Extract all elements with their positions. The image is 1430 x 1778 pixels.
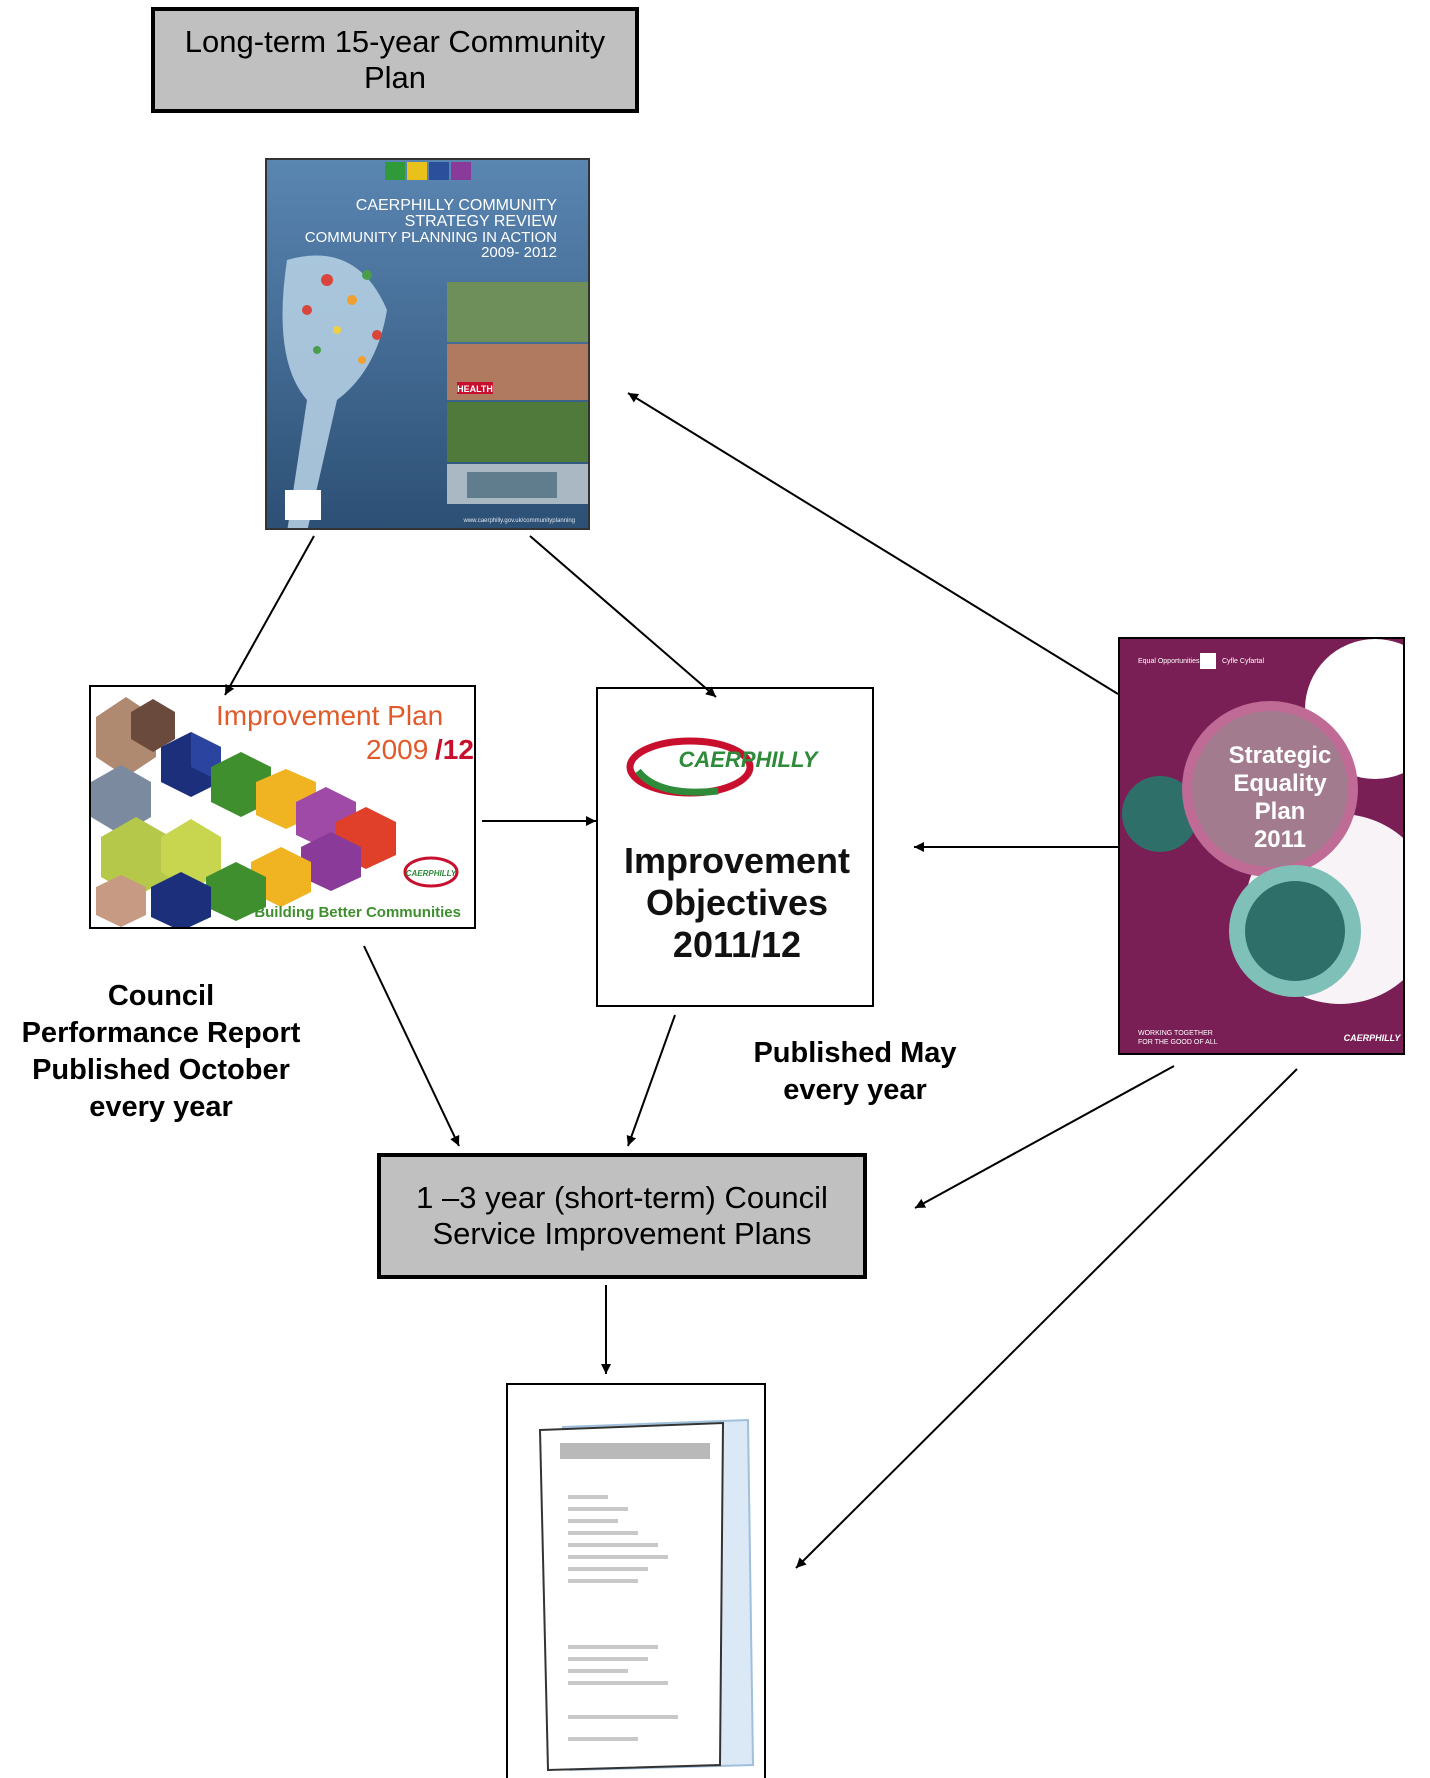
published-may-line1: Published May (753, 1037, 957, 1069)
color-swatch-yellow (407, 162, 427, 180)
improvement-objectives-artwork: CAERPHILLY Improvement Objectives 2011/1… (624, 737, 850, 965)
published-may-line2: every year (783, 1074, 927, 1106)
caerphilly-logo-mark (403, 856, 459, 888)
objectives-line1: Improvement (624, 840, 850, 881)
long-term-plan-box: Long-term 15-year Community Plan (151, 7, 639, 113)
service-plan-document-artwork (538, 1418, 755, 1772)
cover-line1: CAERPHILLY COMMUNITY (356, 197, 558, 214)
equality-footer-line1: WORKING TOGETHER (1138, 1030, 1213, 1037)
improvement-plan-year: 2009 (366, 734, 428, 765)
performance-line3: Published October (32, 1054, 290, 1086)
equality-logo: CAERPHILLY (1344, 1033, 1402, 1043)
published-may-label: Published May every year (715, 1035, 995, 1109)
community-strategy-cover: CAERPHILLY COMMUNITY STRATEGY REVIEW COM… (265, 158, 590, 530)
performance-line2: Performance Report (21, 1017, 301, 1049)
arrow-strategy-to-objectives (529, 535, 717, 698)
arrow-equality-to-strategy (627, 392, 1119, 695)
community-strategy-artwork: CAERPHILLY COMMUNITY STRATEGY REVIEW COM… (267, 160, 588, 528)
coloured-cubes (151, 732, 396, 927)
improvement-plan-title: Improvement Plan (216, 700, 443, 731)
caerphilly-logo-small (285, 490, 321, 520)
equality-line2: Equality (1233, 770, 1327, 797)
cover-line4: 2009- 2012 (481, 244, 557, 261)
service-box-line1: 1 –3 year (short-term) Council (416, 1180, 828, 1215)
color-swatch-green (385, 162, 405, 180)
cover-footer-url: www.caerphilly.gov.uk/communityplanning (463, 518, 576, 524)
improvement-plan-tagline: Building Better Communities (254, 904, 461, 921)
service-improvement-plans-box: 1 –3 year (short-term) Council Service I… (377, 1153, 867, 1279)
improvement-plan-year-suffix: /12 (435, 734, 474, 765)
long-term-plan-line1: Long-term 15-year Community (184, 24, 606, 59)
color-swatch-purple (451, 162, 471, 180)
equality-plan-cover: Equal Opportunities Cyfle Cyfartal Strat… (1118, 637, 1405, 1055)
photo-gardening (447, 402, 588, 462)
objectives-line2: Objectives (646, 882, 828, 923)
equality-plan-artwork: Equal Opportunities Cyfle Cyfartal Strat… (1120, 639, 1403, 1053)
arrow-strategy-to-improvement-plan (224, 535, 315, 696)
equality-header-left: Equal Opportunities (1138, 658, 1200, 665)
equality-footer-line2: FOR THE GOOD OF ALL (1138, 1039, 1218, 1046)
equality-header-right: Cyfle Cyfartal (1222, 658, 1264, 665)
arrow-equality-to-document (795, 1068, 1298, 1569)
equality-line3: Plan (1255, 798, 1306, 825)
performance-report-label: Council Performance Report Published Oct… (6, 978, 316, 1126)
cover-line3: COMMUNITY PLANNING IN ACTION (305, 229, 557, 246)
cover-line2: STRATEGY REVIEW (405, 213, 558, 230)
arrow-improvement-plan-to-service (363, 945, 460, 1147)
improvement-plan-artwork: Improvement Plan 2009 /12 CAERPHILLY Bui… (91, 697, 474, 927)
improvement-objectives-cover: CAERPHILLY Improvement Objectives 2011/1… (596, 687, 874, 1007)
equality-line4: 2011 (1254, 826, 1306, 853)
color-swatch-blue (429, 162, 449, 180)
service-box-line2: Service Improvement Plans (432, 1216, 812, 1251)
arrow-objectives-to-service (626, 1014, 676, 1147)
performance-line1: Council (107, 980, 215, 1012)
improvement-plan-cover: Improvement Plan 2009 /12 CAERPHILLY Bui… (89, 685, 476, 929)
improvement-plan-logo: CAERPHILLY (406, 869, 457, 878)
service-plan-document (506, 1383, 766, 1778)
objectives-line3: 2011/12 (673, 924, 801, 965)
photo-tag-health: HEALTH (457, 384, 493, 394)
objectives-logo-text: CAERPHILLY (679, 747, 820, 772)
photo-children-cycling (447, 282, 588, 342)
performance-line4: every year (89, 1091, 233, 1123)
long-term-plan-line2: Plan (363, 60, 427, 95)
equality-line1: Strategic (1229, 742, 1332, 769)
